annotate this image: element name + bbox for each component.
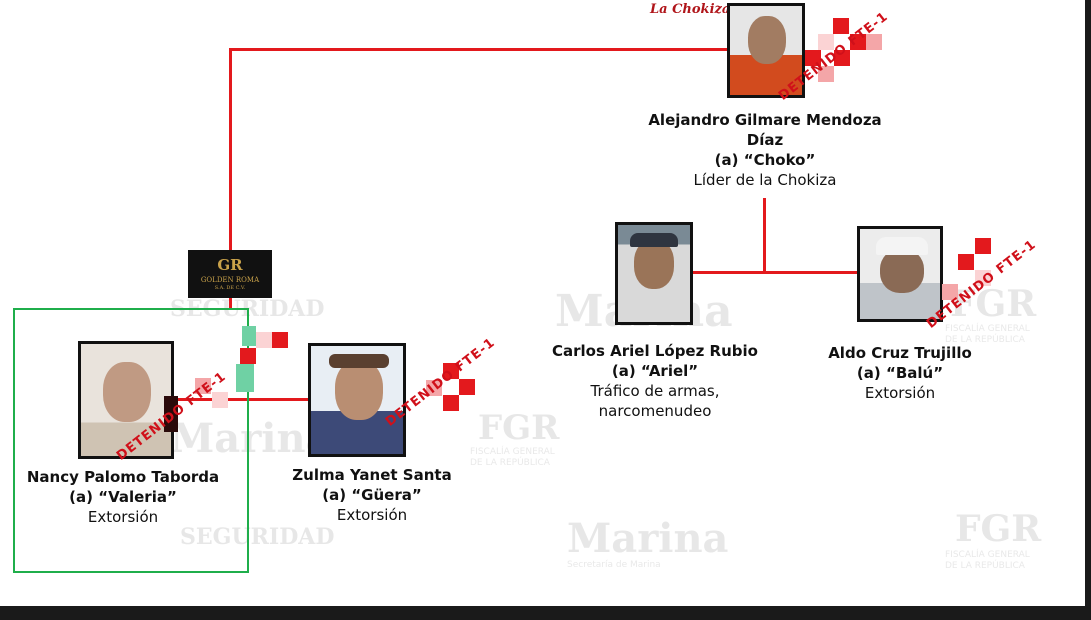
person-leader: Alejandro Gilmare Mendoza Díaz (a) “Chok… xyxy=(620,110,910,190)
pixel-overlay xyxy=(443,395,459,411)
person-leader-name-1: Alejandro Gilmare Mendoza xyxy=(648,111,882,129)
person-carlos-alias: (a) “Ariel” xyxy=(611,362,699,380)
pixel-overlay xyxy=(272,332,288,348)
golden-roma-monogram: GR xyxy=(217,256,243,274)
golden-roma-name: GOLDEN ROMA xyxy=(200,276,260,284)
pixel-overlay xyxy=(242,326,256,346)
person-carlos-role-2: narcomenudeo xyxy=(598,402,712,420)
person-carlos: Carlos Ariel López Rubio (a) “Ariel” Trá… xyxy=(535,341,775,421)
pixel-overlay xyxy=(195,378,211,394)
golden-roma-sub: S.A. DE C.V. xyxy=(214,285,246,291)
person-aldo: Aldo Cruz Trujillo (a) “Balú” Extorsión xyxy=(810,343,990,403)
connector-associates-horizontal xyxy=(690,271,860,274)
person-carlos-role-1: Tráfico de armas, xyxy=(590,382,720,400)
pixel-overlay xyxy=(834,50,850,66)
watermark-seguridad-bottom: SEGURIDAD xyxy=(180,524,335,550)
watermark-fgr-mid-sub: FISCALÍA GENERAL DE LA REPÚBLICA xyxy=(470,447,555,468)
pixel-overlay xyxy=(459,379,475,395)
org-chart-canvas: SEGURIDAD Marina FGR FISCALÍA GENERAL DE… xyxy=(0,0,1085,606)
photo-carlos-face xyxy=(634,239,674,289)
connector-leader-down xyxy=(763,198,766,273)
person-leader-role: Líder de la Chokiza xyxy=(693,171,837,189)
photo-aldo-cap xyxy=(876,237,928,255)
person-zulma-name: Zulma Yanet Santa xyxy=(292,466,452,484)
photo-zulma xyxy=(308,343,406,457)
pixel-overlay xyxy=(850,34,866,50)
pixel-overlay xyxy=(164,396,178,432)
photo-leader-face xyxy=(748,16,786,64)
pixel-overlay xyxy=(805,50,821,66)
connector-left-vertical xyxy=(229,48,232,250)
watermark-fgr-mid: FGR xyxy=(478,408,560,448)
photo-zulma-face xyxy=(335,360,383,420)
photo-nancy-face xyxy=(103,362,151,422)
person-nancy-alias: (a) “Valeria” xyxy=(69,488,177,506)
photo-carlos-cap xyxy=(630,233,678,247)
watermark-fgr-bottom: FGR xyxy=(955,508,1042,550)
person-zulma-role: Extorsión xyxy=(336,506,408,524)
pixel-overlay xyxy=(975,238,991,254)
pixel-overlay xyxy=(426,380,442,396)
photo-carlos xyxy=(615,222,693,325)
watermark-marina-bottom-sub: Secretaría de Marina xyxy=(567,560,661,570)
pixel-overlay xyxy=(443,363,459,379)
watermark-marina-left: Marina xyxy=(170,415,332,462)
person-leader-name-2: Díaz xyxy=(746,131,784,149)
pixel-overlay xyxy=(256,332,272,348)
pixel-overlay xyxy=(818,66,834,82)
watermark-fgr-right-sub: FISCALÍA GENERAL DE LA REPÚBLICA xyxy=(945,324,1030,345)
person-nancy-role: Extorsión xyxy=(87,508,159,526)
photo-aldo-face xyxy=(880,249,924,293)
connector-nancy-zulma xyxy=(172,398,310,401)
photo-leader xyxy=(727,3,805,98)
person-aldo-role: Extorsión xyxy=(864,384,936,402)
la-chokiza-logo: La Chokiza xyxy=(650,2,731,17)
pixel-overlay xyxy=(212,392,228,408)
watermark-marina-bottom: Marina xyxy=(567,515,729,562)
pixel-overlay xyxy=(866,34,882,50)
photo-zulma-hair xyxy=(329,354,389,368)
person-aldo-name: Aldo Cruz Trujillo xyxy=(828,344,972,362)
pixel-overlay xyxy=(833,18,849,34)
pixel-overlay xyxy=(236,364,254,392)
photo-nancy xyxy=(78,341,174,459)
watermark-fgr-right: FGR xyxy=(950,283,1037,325)
connector-top-horizontal xyxy=(229,48,729,51)
person-nancy: Nancy Palomo Taborda (a) “Valeria” Extor… xyxy=(16,467,230,527)
pixel-overlay xyxy=(958,254,974,270)
photo-aldo xyxy=(857,226,943,322)
highlight-box xyxy=(13,308,249,573)
pixel-overlay xyxy=(818,34,834,50)
golden-roma-logo: GR GOLDEN ROMA S.A. DE C.V. xyxy=(188,250,272,298)
pixel-overlay xyxy=(975,270,991,286)
person-carlos-name: Carlos Ariel López Rubio xyxy=(552,342,758,360)
person-nancy-name: Nancy Palomo Taborda xyxy=(26,468,220,486)
pixel-overlay xyxy=(942,284,958,300)
person-zulma-alias: (a) “Güera” xyxy=(322,486,422,504)
watermark-fgr-bottom-sub: FISCALÍA GENERAL DE LA REPÚBLICA xyxy=(945,550,1030,571)
person-aldo-alias: (a) “Balú” xyxy=(856,364,944,382)
person-leader-alias: (a) “Choko” xyxy=(714,151,816,169)
person-zulma: Zulma Yanet Santa (a) “Güera” Extorsión xyxy=(282,465,462,525)
pixel-overlay xyxy=(240,348,256,364)
